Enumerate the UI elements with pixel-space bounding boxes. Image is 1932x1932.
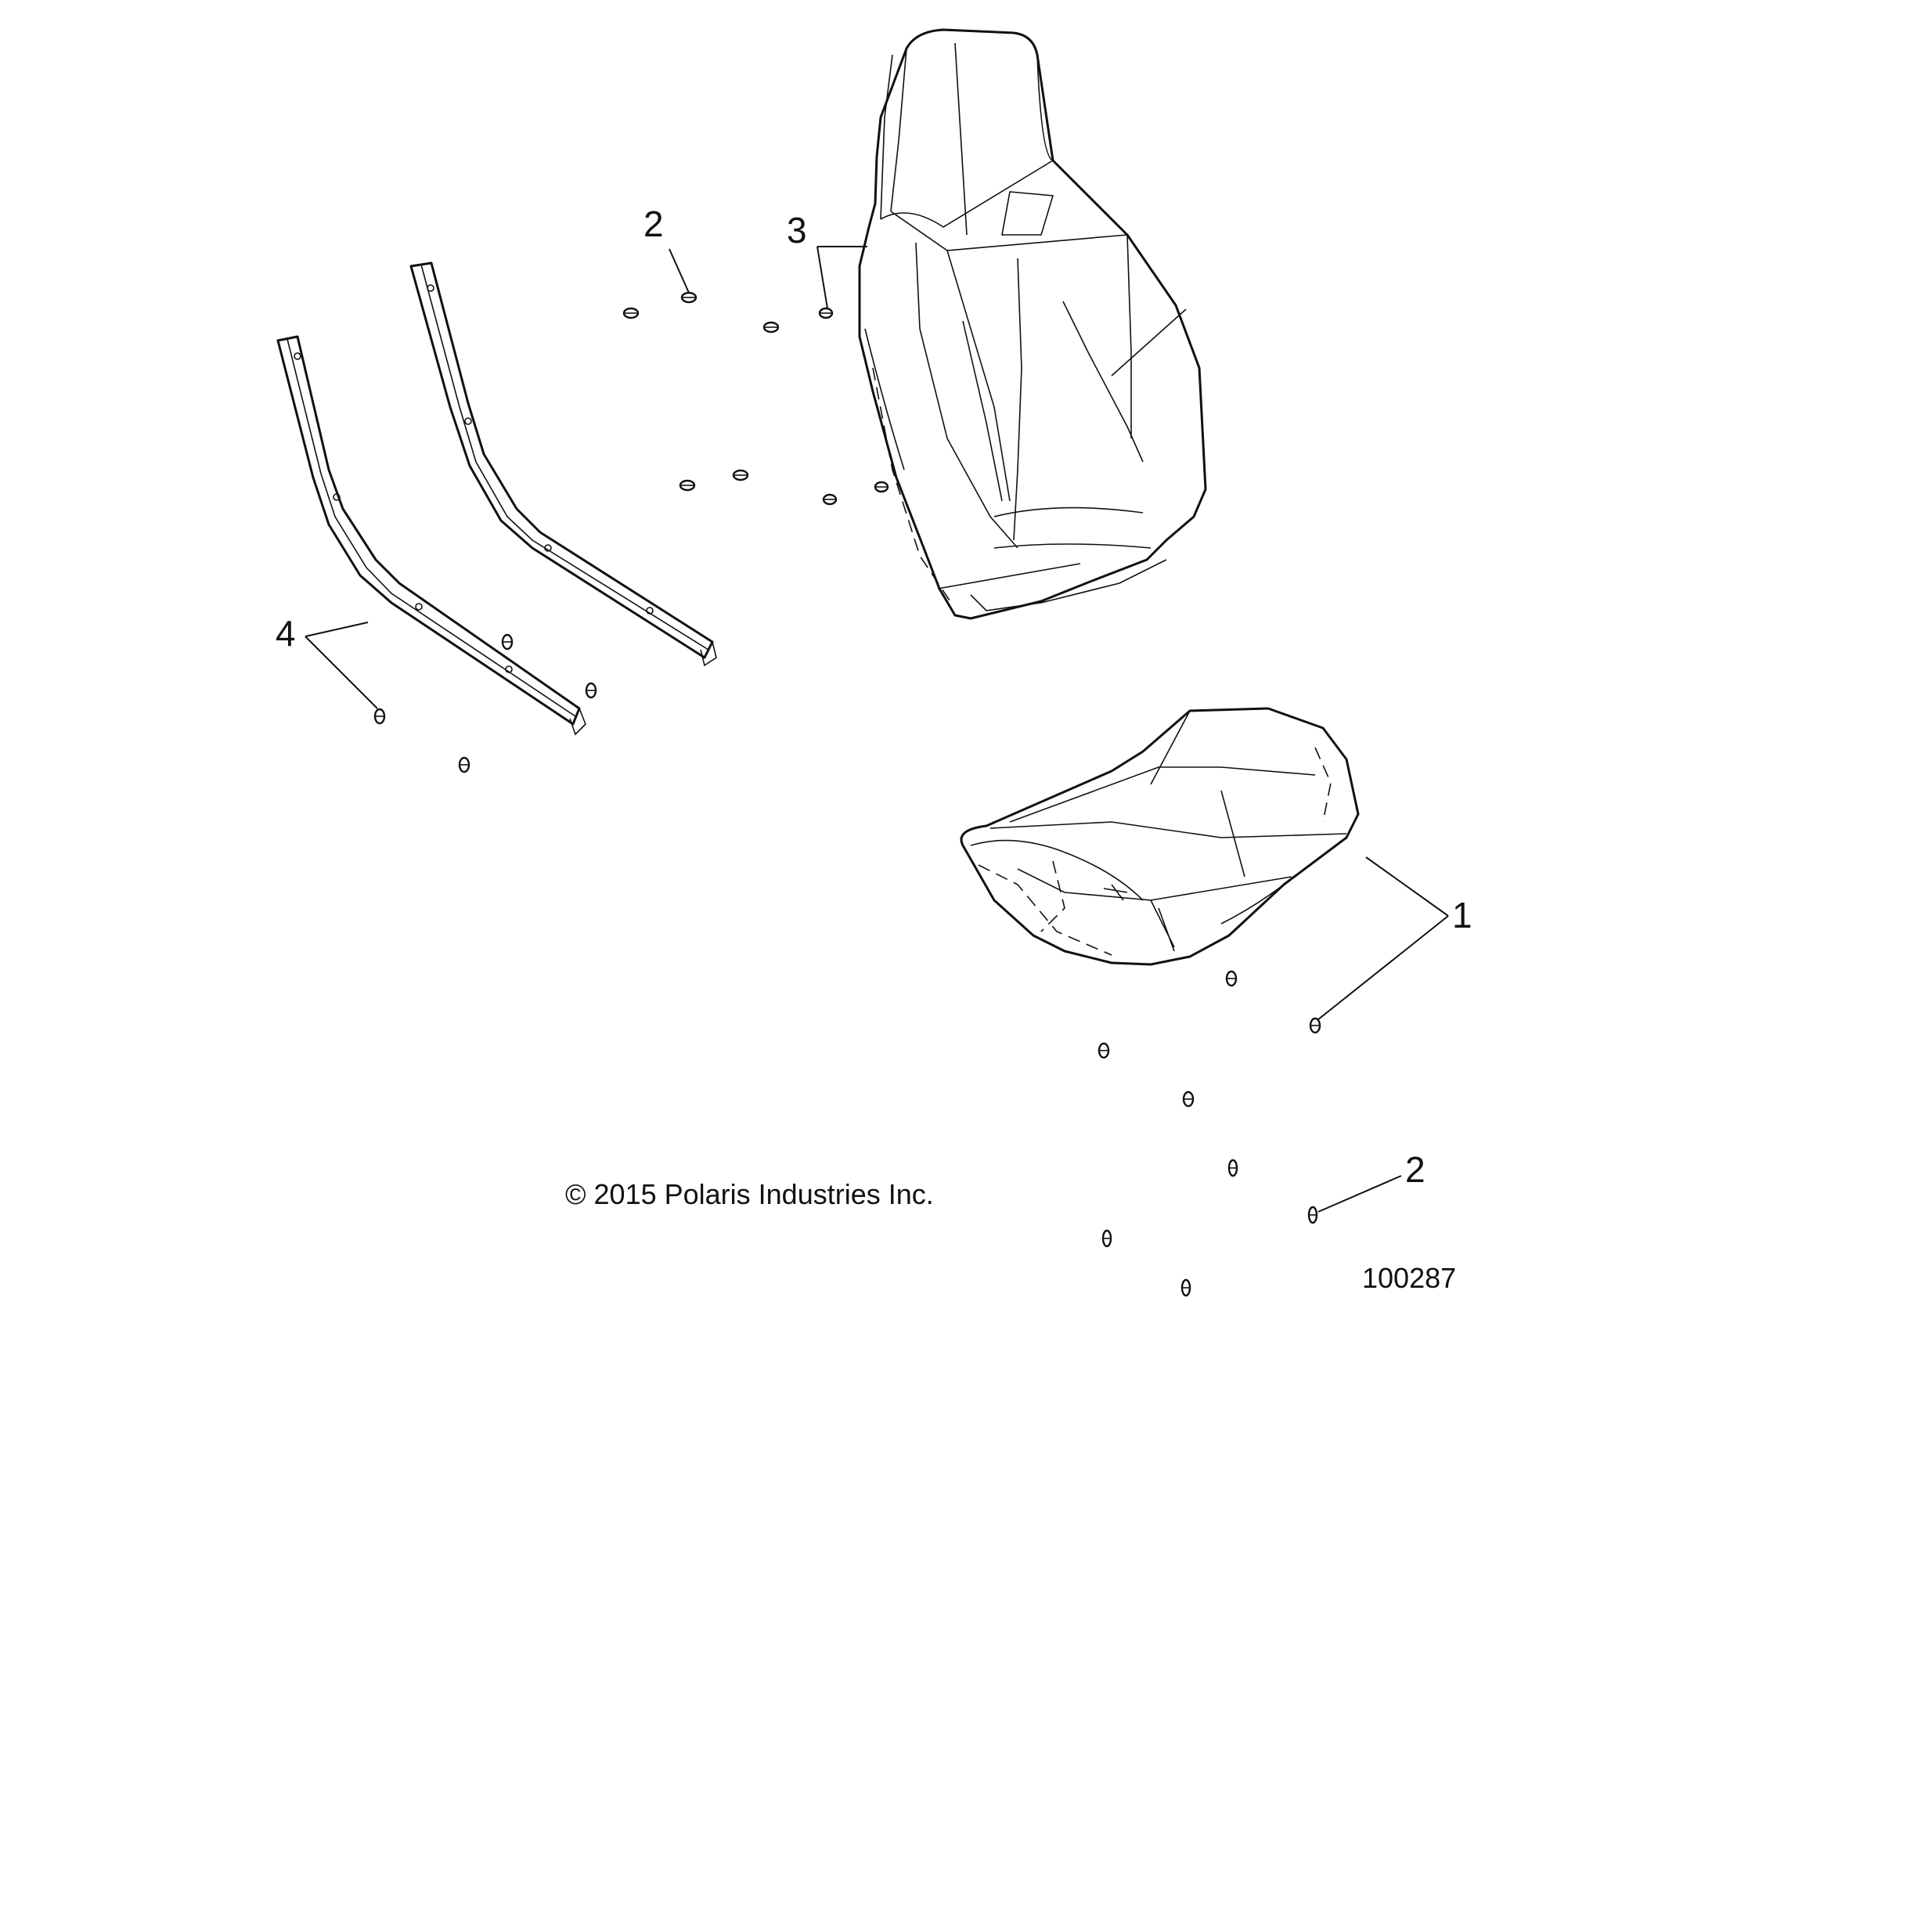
frame-bar-rear	[409, 261, 717, 667]
fasteners	[373, 291, 1321, 1297]
fastener-rivet	[874, 481, 889, 493]
fastener-rivet	[1225, 970, 1238, 987]
callout-1: 1	[1452, 895, 1472, 935]
callout-2-lower: 2	[1405, 1149, 1426, 1190]
fastener-rivet	[501, 633, 514, 651]
callout-2-upper: 2	[643, 204, 664, 244]
fastener-rivet	[822, 493, 838, 506]
fastener-rivet	[732, 469, 749, 481]
fastener-rivet	[373, 708, 386, 725]
seat-cushion	[960, 707, 1360, 966]
callout-3: 3	[787, 210, 807, 251]
fastener-rivet	[458, 756, 470, 773]
leader-lines	[305, 246, 1449, 1213]
seat-back	[858, 28, 1207, 620]
fastener-rivet	[680, 291, 697, 304]
fastener-rivet	[1227, 1159, 1238, 1177]
fastener-rivet	[762, 321, 780, 333]
figure-number: 100287	[1362, 1262, 1456, 1294]
fastener-rivet	[585, 682, 597, 699]
copyright-notice: © 2015 Polaris Industries Inc.	[565, 1178, 934, 1210]
fastener-rivet	[1307, 1206, 1318, 1224]
callout-labels: 2 3 4 1 2	[276, 204, 1472, 1190]
fastener-rivet	[1101, 1229, 1112, 1248]
fastener-rivet	[1098, 1042, 1110, 1059]
fastener-rivet	[1309, 1017, 1321, 1034]
fastener-rivet	[679, 479, 696, 492]
callout-4: 4	[276, 613, 296, 654]
fastener-rivet	[818, 307, 834, 319]
frame-bar-front	[276, 335, 586, 736]
fastener-rivet	[1180, 1278, 1191, 1297]
fastener-rivet	[1182, 1090, 1195, 1108]
fastener-rivet	[622, 307, 640, 319]
